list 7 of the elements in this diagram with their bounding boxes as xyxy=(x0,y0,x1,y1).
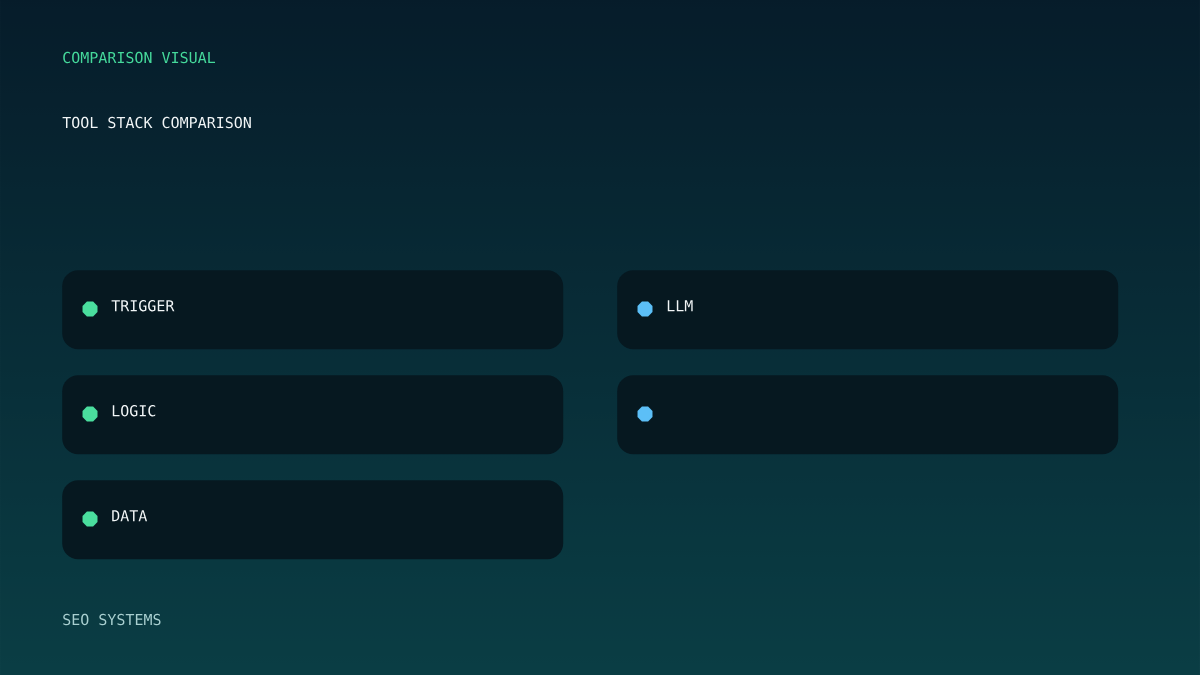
heading: TOOL STACK COMPARISON xyxy=(62,116,251,129)
footer-text: SEO SYSTEMS xyxy=(63,613,161,626)
tool-card: DATA xyxy=(62,480,564,560)
tool-card: LLM xyxy=(617,270,1119,350)
kicker-text: COMPARISON VISUAL xyxy=(63,51,216,64)
tool-card: LOGIC xyxy=(62,375,564,455)
tool-card: TRIGGER xyxy=(62,270,564,350)
